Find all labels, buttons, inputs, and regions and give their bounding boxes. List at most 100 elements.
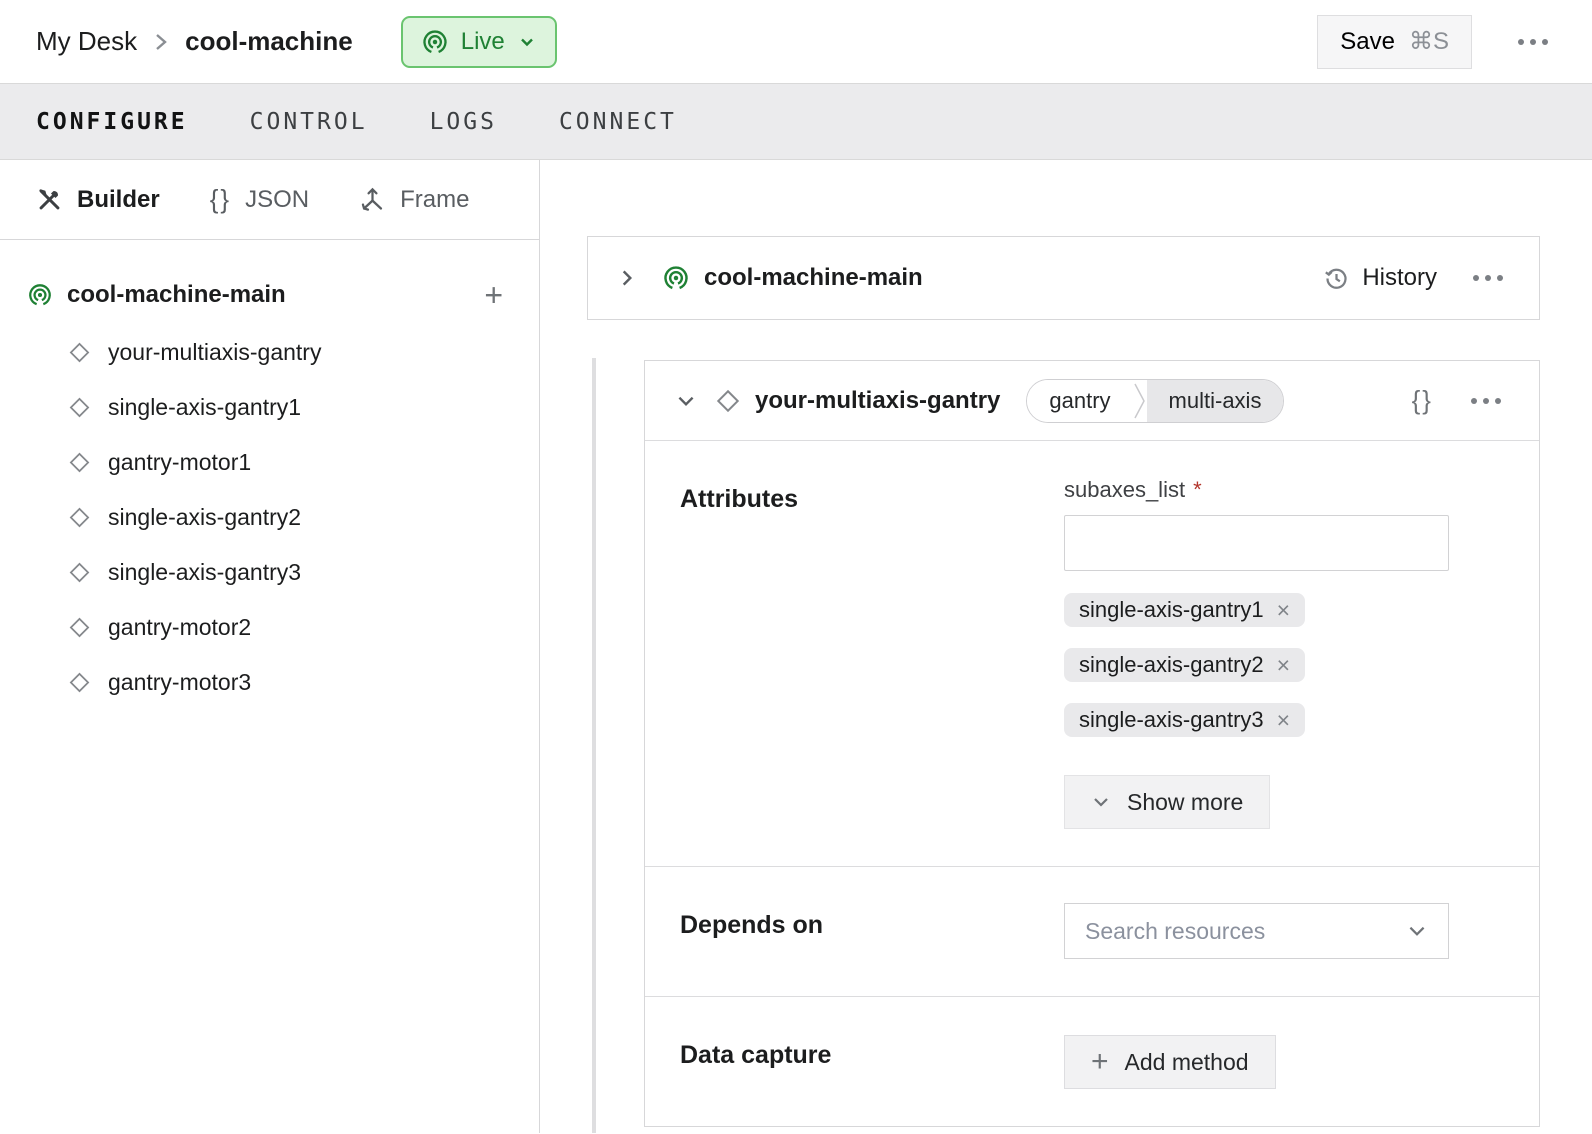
tree-item-gantry-motor3[interactable]: gantry-motor3 (27, 655, 503, 710)
resource-overflow-menu-button[interactable] (1463, 390, 1509, 412)
tree-item-list: your-multiaxis-gantry single-axis-gantry… (27, 325, 503, 710)
view-frame[interactable]: Frame (359, 186, 469, 214)
tree-root-machine-part[interactable]: cool-machine-main + (27, 273, 503, 317)
component-diamond-icon (69, 342, 90, 363)
top-bar: My Desk cool-machine Live Save ⌘S (0, 0, 1592, 83)
edit-json-button[interactable]: {} (1411, 385, 1433, 415)
tag-divider-icon (1132, 379, 1147, 422)
view-frame-label: Frame (400, 185, 470, 213)
status-label: Live (460, 27, 505, 55)
topbar-overflow-menu-button[interactable] (1510, 31, 1556, 53)
tree-item-your-multiaxis-gantry[interactable]: your-multiaxis-gantry (27, 325, 503, 380)
tree-item-label: gantry-motor2 (108, 614, 252, 640)
broadcast-icon (423, 29, 447, 53)
history-label: History (1362, 264, 1437, 291)
required-marker: * (1193, 477, 1202, 502)
machine-part-title: cool-machine-main (704, 264, 923, 291)
broadcast-icon (29, 284, 51, 306)
chip-single-axis-gantry3: single-axis-gantry3 × (1064, 703, 1306, 737)
chip-label: single-axis-gantry2 (1079, 652, 1264, 677)
add-method-button[interactable]: + Add method (1064, 1035, 1276, 1089)
add-resource-button[interactable]: + (484, 277, 503, 313)
braces-icon: {} (209, 184, 232, 214)
plus-icon: + (1091, 1045, 1109, 1078)
tree-item-label: gantry-motor3 (108, 669, 252, 695)
tree-item-gantry-motor1[interactable]: gantry-motor1 (27, 435, 503, 490)
tree-item-label: single-axis-gantry3 (108, 559, 302, 585)
save-button[interactable]: Save ⌘S (1317, 14, 1472, 69)
attributes-heading: Attributes (680, 485, 799, 513)
chip-label: single-axis-gantry1 (1079, 597, 1264, 622)
history-icon (1325, 268, 1347, 289)
chevron-right-icon[interactable] (616, 267, 638, 289)
tree-item-label: your-multiaxis-gantry (108, 339, 322, 365)
subaxes-chip-list: single-axis-gantry1 × single-axis-gantry… (1064, 593, 1449, 737)
subaxes-list-label: subaxes_list* (1064, 477, 1202, 502)
tree-item-label: single-axis-gantry2 (108, 504, 302, 530)
chevron-down-icon (1409, 926, 1425, 936)
component-diamond-icon (69, 397, 90, 418)
component-diamond-icon (69, 672, 90, 693)
chip-remove-button[interactable]: × (1276, 706, 1291, 733)
view-json[interactable]: {} JSON (210, 184, 309, 215)
component-diamond-icon (69, 452, 90, 473)
chevron-down-icon (1094, 798, 1108, 807)
depends-on-placeholder: Search resources (1085, 917, 1266, 944)
component-diamond-icon (69, 507, 90, 528)
view-builder-label: Builder (77, 185, 160, 213)
history-button[interactable]: History (1323, 264, 1437, 292)
tab-control[interactable]: CONTROL (249, 108, 368, 135)
subaxes-list-input[interactable] (1064, 515, 1449, 571)
tree-item-gantry-motor2[interactable]: gantry-motor2 (27, 600, 503, 655)
part-group-line (592, 358, 596, 1133)
attributes-section: Attributes subaxes_list* single-axis-gan… (645, 441, 1539, 866)
data-capture-section: Data capture + Add method (645, 996, 1539, 1126)
resource-card: your-multiaxis-gantry gantry multi-axis … (644, 360, 1540, 1127)
chevron-down-icon[interactable] (675, 390, 697, 412)
configure-main-panel: cool-machine-main History your-multiaxis… (540, 160, 1592, 1133)
content-area: Builder {} JSON Frame (0, 160, 1592, 1133)
tools-icon (39, 189, 60, 210)
show-more-button[interactable]: Show more (1064, 775, 1271, 829)
depends-on-heading: Depends on (680, 911, 824, 939)
show-more-label: Show more (1127, 788, 1244, 815)
view-json-label: JSON (245, 185, 310, 213)
tab-configure[interactable]: CONFIGURE (36, 108, 188, 135)
breadcrumb-current: cool-machine (185, 26, 353, 56)
main-tab-bar: CONFIGURE CONTROL LOGS CONNECT (0, 83, 1592, 160)
tree-item-single-axis-gantry1[interactable]: single-axis-gantry1 (27, 380, 503, 435)
chevron-down-icon (520, 38, 533, 46)
chip-remove-button[interactable]: × (1276, 596, 1291, 623)
ellipsis-icon (1471, 397, 1501, 404)
depends-on-select[interactable]: Search resources (1064, 903, 1449, 959)
ellipsis-icon (1473, 275, 1503, 281)
save-label: Save (1340, 27, 1395, 55)
view-builder[interactable]: Builder (36, 186, 160, 214)
tab-logs[interactable]: LOGS (429, 108, 497, 135)
tab-connect[interactable]: CONNECT (558, 108, 677, 135)
machine-part-card: cool-machine-main History (587, 236, 1540, 320)
chip-single-axis-gantry1: single-axis-gantry1 × (1064, 593, 1306, 627)
tree-root-label: cool-machine-main (67, 281, 286, 308)
component-diamond-icon (716, 389, 740, 412)
chip-remove-button[interactable]: × (1276, 651, 1291, 678)
view-switcher: Builder {} JSON Frame (0, 160, 539, 240)
component-diamond-icon (69, 617, 90, 638)
breadcrumb-parent[interactable]: My Desk (36, 26, 138, 56)
ellipsis-icon (1518, 38, 1548, 45)
add-method-label: Add method (1124, 1048, 1249, 1075)
machine-status-dropdown[interactable]: Live (400, 15, 557, 68)
configure-sidebar: Builder {} JSON Frame (0, 160, 540, 1133)
tree-item-label: gantry-motor1 (108, 449, 252, 475)
chip-label: single-axis-gantry3 (1079, 707, 1264, 732)
part-overflow-menu-button[interactable] (1465, 267, 1511, 289)
data-capture-heading: Data capture (680, 1041, 832, 1069)
tree-item-single-axis-gantry2[interactable]: single-axis-gantry2 (27, 490, 503, 545)
tree-item-single-axis-gantry3[interactable]: single-axis-gantry3 (27, 545, 503, 600)
resource-type-tag: gantry multi-axis (1026, 378, 1285, 423)
resource-title: your-multiaxis-gantry (755, 386, 1001, 414)
breadcrumb: My Desk cool-machine (36, 26, 353, 57)
tree-item-label: single-axis-gantry1 (108, 394, 302, 420)
tag-type: gantry (1027, 379, 1133, 422)
component-diamond-icon (69, 562, 90, 583)
